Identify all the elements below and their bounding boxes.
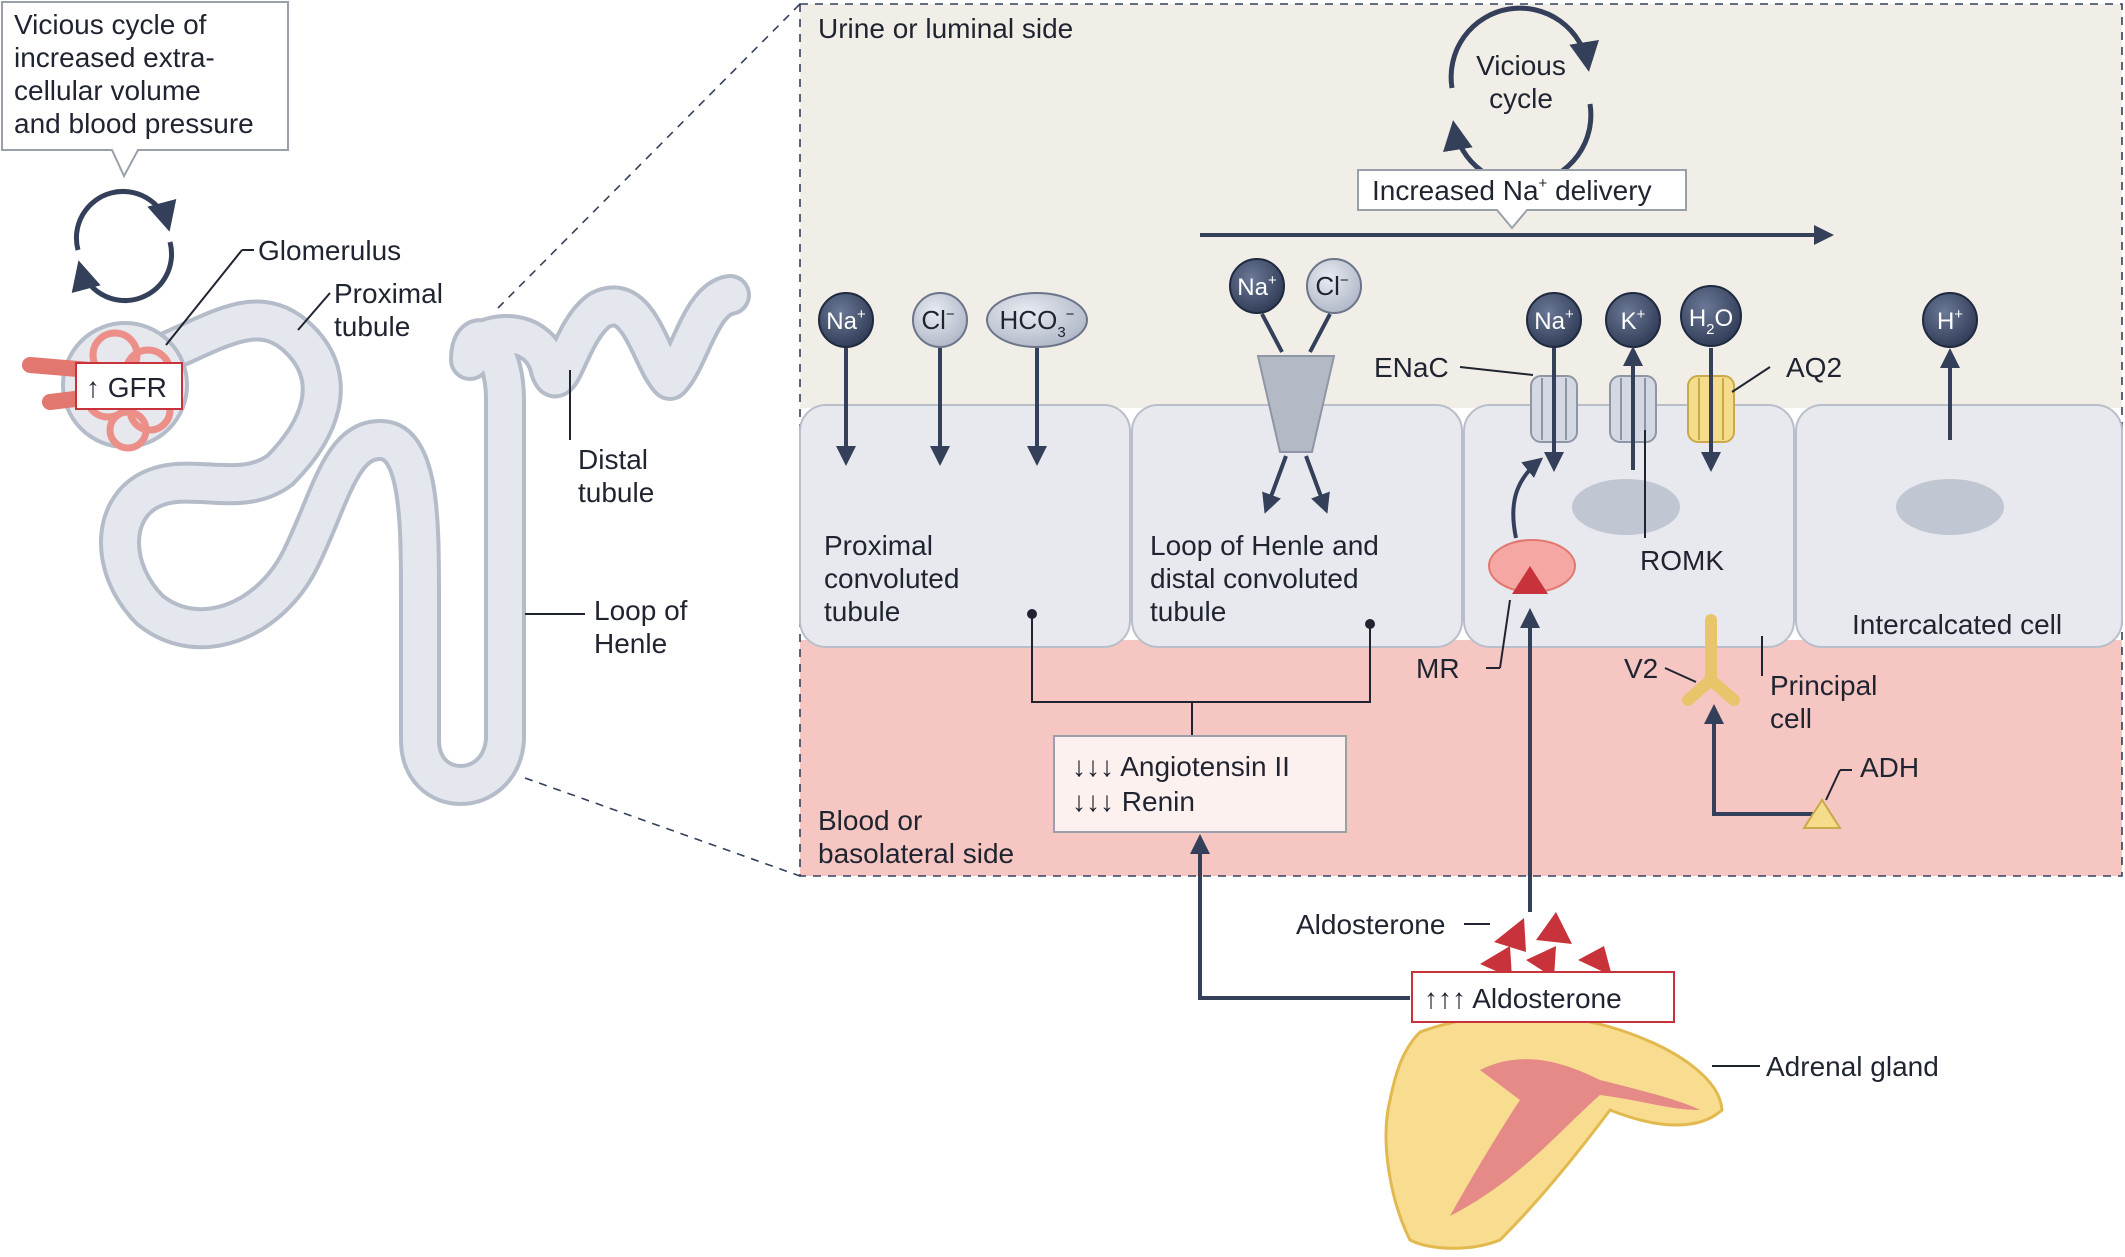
romk-label: ROMK bbox=[1640, 545, 1724, 576]
glomerulus-label: Glomerulus bbox=[258, 235, 401, 266]
adrenal-gland bbox=[1384, 1013, 1724, 1250]
mineralocorticoid-receptor bbox=[1488, 539, 1576, 594]
ion-k-principal: K+ bbox=[1605, 292, 1661, 348]
na-delivery-box: Increased Na+ delivery bbox=[1357, 169, 1687, 230]
svg-text:K+: K+ bbox=[1621, 306, 1646, 335]
callout-line-4: and blood pressure bbox=[14, 108, 254, 139]
loop-cell-label-1: Loop of Henle and bbox=[1150, 530, 1379, 561]
angiotensin-label: ↓↓↓ Angiotensin II bbox=[1072, 751, 1290, 782]
blood-side-label-2: basolateral side bbox=[818, 838, 1014, 869]
vicious-cycle-label-1: Vicious bbox=[1476, 50, 1566, 81]
angiotensin-renin-box: ↓↓↓ Angiotensin II ↓↓↓ Renin bbox=[1053, 735, 1347, 833]
proximal-cell-label-2: convoluted bbox=[824, 563, 959, 594]
svg-text:Na+: Na+ bbox=[826, 306, 866, 335]
cycle-arrows-icon bbox=[71, 188, 177, 304]
callout-box: Vicious cycle of increased extra- cellul… bbox=[1, 1, 289, 179]
zoom-panel bbox=[799, 3, 2123, 877]
mr-label: MR bbox=[1416, 653, 1460, 684]
adh-icon bbox=[1802, 798, 1842, 829]
aldosterone-label: Aldosterone bbox=[1296, 909, 1445, 940]
principal-cell-nucleus bbox=[1572, 479, 1680, 535]
callout-line-1: Vicious cycle of bbox=[14, 9, 207, 40]
proximal-cell-label-3: tubule bbox=[824, 596, 900, 627]
principal-cell-label-1: Principal bbox=[1770, 670, 1877, 701]
svg-text:HCO3−: HCO3− bbox=[1000, 305, 1075, 341]
adrenal-gland-label: Adrenal gland bbox=[1766, 1051, 1939, 1082]
enac-label: ENaC bbox=[1374, 352, 1449, 383]
adh-label: ADH bbox=[1860, 752, 1919, 783]
svg-text:Cl−: Cl− bbox=[921, 305, 955, 335]
proximal-tubule-label-2: tubule bbox=[334, 311, 410, 342]
v2-label: V2 bbox=[1624, 653, 1658, 684]
gfr-label: ↑ GFR bbox=[86, 372, 167, 403]
aldosterone-up-label: ↑↑↑ Aldosterone bbox=[1424, 983, 1622, 1014]
ion-h-intercalated: H+ bbox=[1922, 292, 1978, 348]
svg-text:H2O: H2O bbox=[1689, 305, 1733, 338]
blood-side-label-1: Blood or bbox=[818, 805, 922, 836]
na-delivery-label: Increased Na+ delivery bbox=[1372, 175, 1652, 206]
distal-tubule-label-2: tubule bbox=[578, 477, 654, 508]
loop-cell-label-2: distal convoluted bbox=[1150, 563, 1359, 594]
nephron-tubule bbox=[99, 274, 751, 806]
proximal-tubule-label-1: Proximal bbox=[334, 278, 443, 309]
intercalated-cell-label: Intercalcated cell bbox=[1852, 609, 2062, 640]
aldosterone-triangles bbox=[1480, 912, 1612, 978]
loop-cell-label-3: tubule bbox=[1150, 596, 1226, 627]
loop-of-henle-label-2: Henle bbox=[594, 628, 667, 659]
vicious-cycle: Vicious cycle bbox=[1443, 5, 1599, 187]
ion-na-loop: Na+ bbox=[1229, 258, 1285, 314]
ion-na-proximal: Na+ bbox=[818, 292, 874, 348]
vicious-cycle-label-2: cycle bbox=[1489, 83, 1553, 114]
aldosterone-up-box: ↑↑↑ Aldosterone bbox=[1411, 971, 1675, 1023]
nkcc-transporter bbox=[1256, 355, 1336, 453]
proximal-cell-label-1: Proximal bbox=[824, 530, 933, 561]
glomerulus: ↑ GFR bbox=[22, 321, 189, 452]
ion-cl-proximal: Cl− bbox=[912, 292, 968, 348]
svg-text:H+: H+ bbox=[1937, 306, 1963, 335]
ion-cl-loop: Cl− bbox=[1306, 258, 1362, 314]
aq2-label: AQ2 bbox=[1786, 352, 1842, 383]
ion-na-principal: Na+ bbox=[1526, 292, 1582, 348]
ion-h2o-principal: H2O bbox=[1680, 285, 1742, 347]
principal-cell-label-2: cell bbox=[1770, 703, 1812, 734]
svg-text:Na+: Na+ bbox=[1534, 306, 1574, 335]
renin-label: ↓↓↓ Renin bbox=[1072, 786, 1195, 817]
svg-text:Na+: Na+ bbox=[1237, 272, 1277, 301]
distal-tubule-label-1: Distal bbox=[578, 444, 648, 475]
ion-hco3-proximal: HCO3− bbox=[986, 292, 1088, 348]
intercalated-cell-nucleus bbox=[1896, 479, 2004, 535]
v2-receptor bbox=[1682, 614, 1740, 706]
callout-line-2: increased extra- bbox=[14, 42, 215, 73]
svg-text:Cl−: Cl− bbox=[1315, 271, 1349, 301]
loop-of-henle-label-1: Loop of bbox=[594, 595, 688, 626]
callout-line-3: cellular volume bbox=[14, 75, 201, 106]
luminal-side-label: Urine or luminal side bbox=[818, 13, 1073, 44]
